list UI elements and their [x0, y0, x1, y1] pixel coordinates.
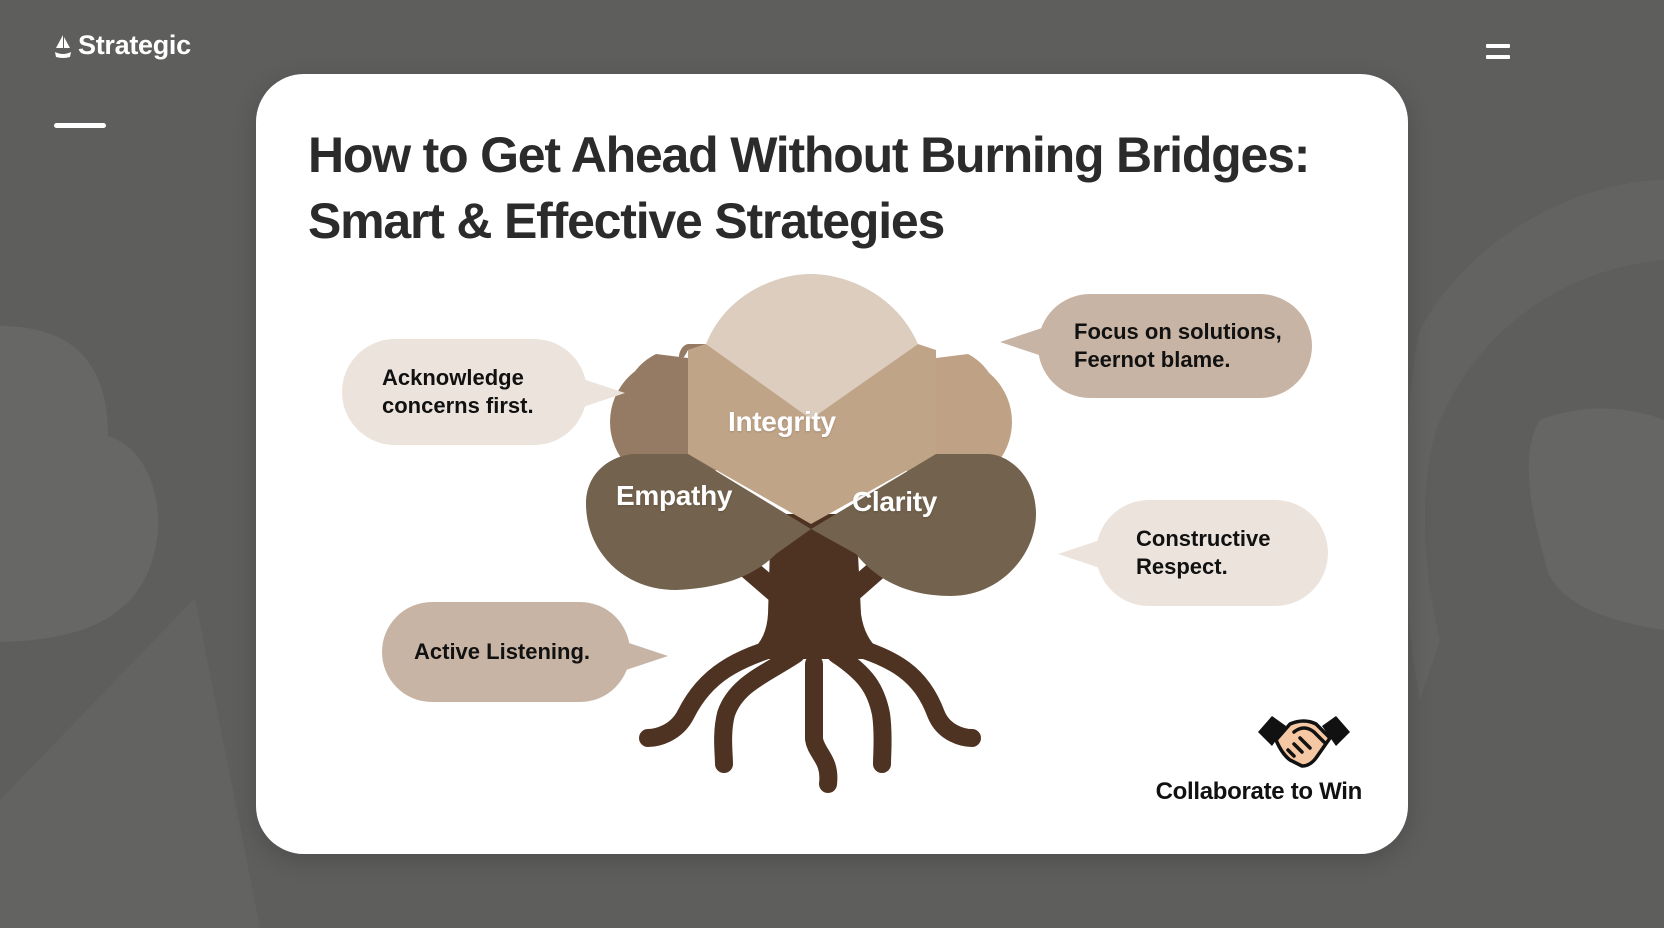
collaborate-label: Collaborate to Win — [1155, 778, 1363, 805]
bubble-text-line: Focus on solutions, — [1074, 319, 1282, 344]
speech-bubble-active-listening: Active Listening. — [382, 602, 668, 702]
leaf-label-integrity: Integrity — [728, 406, 836, 437]
bubble-text-line: Constructive — [1136, 526, 1271, 551]
bubble-tail — [1058, 540, 1100, 568]
bubble-tail — [583, 379, 625, 407]
bubble-text-line: Feernot blame. — [1074, 347, 1231, 372]
bubble-text-line: Acknowledge — [382, 365, 524, 390]
speech-bubble-acknowledge: Acknowledge concerns first. — [342, 339, 625, 445]
bubble-text-line: Respect. — [1136, 554, 1228, 579]
leaf-label-empathy: Empathy — [616, 480, 733, 511]
leaf-label-clarity: Clarity — [852, 486, 938, 517]
sailboat-icon — [55, 34, 71, 58]
page-title: How to Get Ahead Without Burning Bridges… — [308, 127, 1310, 249]
handshake-icon — [1258, 716, 1350, 768]
tree-diagram — [586, 274, 1036, 793]
nav-indicator-line — [54, 123, 106, 128]
brand-logo[interactable]: Strategic — [54, 30, 191, 61]
bubble-text-line: concerns first. — [382, 393, 534, 418]
tree-trunk-icon — [639, 635, 981, 793]
speech-bubble-constructive: Constructive Respect. — [1058, 500, 1328, 606]
menu-bar-bottom — [1486, 55, 1510, 59]
bubble-tail — [1000, 328, 1042, 356]
hamburger-menu-button[interactable] — [1486, 42, 1510, 62]
menu-bar-top — [1486, 44, 1510, 48]
collaborate-section: Collaborate to Win — [1122, 710, 1362, 806]
bubble-tail — [626, 642, 668, 670]
brand-name: Strategic — [78, 30, 191, 60]
bubble-text-line: Active Listening. — [414, 639, 591, 664]
speech-bubble-focus: Focus on solutions, Feernot blame. — [1000, 294, 1312, 398]
infographic-card: How to Get Ahead Without Burning Bridges… — [256, 74, 1408, 854]
